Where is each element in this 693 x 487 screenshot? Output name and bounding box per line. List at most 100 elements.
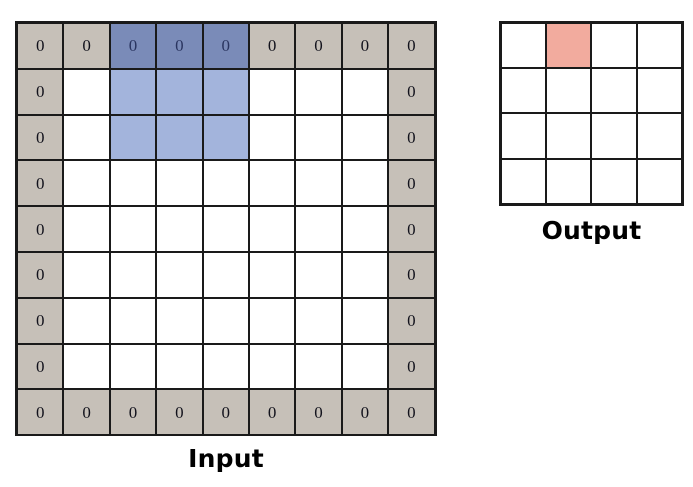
input-cell-r1-c0[interactable]: 0 [17, 68, 64, 115]
input-cell-r5-c5[interactable] [248, 251, 296, 298]
input-cell-r7-c1[interactable] [63, 343, 110, 390]
input-cell-r2-c8[interactable]: 0 [388, 114, 435, 161]
input-cell-r8-c8[interactable]: 0 [388, 389, 435, 436]
input-cell-r5-c7[interactable] [341, 251, 389, 298]
input-cell-r0-c5[interactable]: 0 [248, 23, 296, 69]
input-cell-r5-c8[interactable]: 0 [388, 251, 435, 298]
input-cell-r7-c0[interactable]: 0 [17, 343, 64, 390]
input-cell-r5-c0[interactable]: 0 [17, 251, 64, 298]
input-cell-r7-c3[interactable] [156, 343, 203, 390]
input-cell-r0-c2[interactable]: 0 [109, 23, 157, 69]
output-cell-r1-c1[interactable] [546, 68, 592, 114]
input-cell-r1-c6[interactable] [295, 68, 342, 115]
output-cell-r3-c0[interactable] [501, 158, 547, 204]
input-cell-r2-c4[interactable] [202, 114, 249, 161]
output-cell-r3-c3[interactable] [636, 158, 682, 204]
input-cell-r4-c7[interactable] [341, 206, 389, 252]
input-cell-r0-c3[interactable]: 0 [156, 23, 203, 69]
output-cell-r0-c3[interactable] [636, 23, 682, 69]
output-cell-r2-c1[interactable] [546, 113, 592, 159]
input-cell-r1-c8[interactable]: 0 [388, 68, 435, 115]
input-cell-r6-c6[interactable] [295, 297, 342, 344]
input-cell-r3-c4[interactable] [202, 160, 249, 207]
input-cell-r8-c3[interactable]: 0 [156, 389, 203, 436]
input-cell-r1-c2[interactable] [109, 68, 157, 115]
input-cell-r3-c5[interactable] [248, 160, 296, 207]
input-cell-r2-c5[interactable] [248, 114, 296, 161]
output-cell-r0-c1[interactable] [546, 23, 592, 69]
output-cell-r3-c2[interactable] [591, 158, 637, 204]
output-cell-r1-c2[interactable] [591, 68, 637, 114]
input-cell-r3-c2[interactable] [109, 160, 157, 207]
input-cell-r4-c8[interactable]: 0 [388, 206, 435, 252]
input-cell-r6-c0[interactable]: 0 [17, 297, 64, 344]
output-cell-r3-c1[interactable] [546, 158, 592, 204]
output-cell-r1-c0[interactable] [501, 68, 547, 114]
input-cell-r8-c5[interactable]: 0 [248, 389, 296, 436]
input-cell-r7-c6[interactable] [295, 343, 342, 390]
input-cell-r3-c1[interactable] [63, 160, 110, 207]
input-cell-r3-c8[interactable]: 0 [388, 160, 435, 207]
output-cell-r2-c3[interactable] [636, 113, 682, 159]
input-cell-r5-c1[interactable] [63, 251, 110, 298]
input-cell-r8-c6[interactable]: 0 [295, 389, 342, 436]
input-cell-r4-c0[interactable]: 0 [17, 206, 64, 252]
input-cell-r5-c2[interactable] [109, 251, 157, 298]
input-cell-r6-c3[interactable] [156, 297, 203, 344]
input-cell-r7-c2[interactable] [109, 343, 157, 390]
input-cell-r4-c6[interactable] [295, 206, 342, 252]
input-cell-r3-c6[interactable] [295, 160, 342, 207]
input-cell-r4-c4[interactable] [202, 206, 249, 252]
output-cell-r2-c0[interactable] [501, 113, 547, 159]
input-cell-r0-c4[interactable]: 0 [202, 23, 249, 69]
input-cell-r1-c7[interactable] [341, 68, 389, 115]
input-cell-r7-c5[interactable] [248, 343, 296, 390]
output-cell-r1-c3[interactable] [636, 68, 682, 114]
input-cell-r6-c8[interactable]: 0 [388, 297, 435, 344]
input-cell-r8-c0[interactable]: 0 [17, 389, 64, 436]
input-cell-r5-c4[interactable] [202, 251, 249, 298]
input-cell-r3-c3[interactable] [156, 160, 203, 207]
input-cell-r7-c8[interactable]: 0 [388, 343, 435, 390]
input-cell-r6-c4[interactable] [202, 297, 249, 344]
input-cell-r2-c2[interactable] [109, 114, 157, 161]
input-cell-r7-c4[interactable] [202, 343, 249, 390]
input-cell-r6-c5[interactable] [248, 297, 296, 344]
input-cell-r4-c3[interactable] [156, 206, 203, 252]
input-cell-r2-c0[interactable]: 0 [17, 114, 64, 161]
input-cell-r2-c1[interactable] [63, 114, 110, 161]
input-cell-r8-c4[interactable]: 0 [202, 389, 249, 436]
output-cell-r0-c0[interactable] [501, 23, 547, 69]
input-cell-r5-c6[interactable] [295, 251, 342, 298]
cell-value: 0 [407, 311, 416, 331]
input-cell-r4-c2[interactable] [109, 206, 157, 252]
output-cell-r0-c2[interactable] [591, 23, 637, 69]
input-cell-r5-c3[interactable] [156, 251, 203, 298]
input-cell-r1-c5[interactable] [248, 68, 296, 115]
input-cell-r4-c1[interactable] [63, 206, 110, 252]
input-cell-r4-c5[interactable] [248, 206, 296, 252]
input-cell-r8-c1[interactable]: 0 [63, 389, 110, 436]
input-cell-r1-c3[interactable] [156, 68, 203, 115]
input-cell-r6-c7[interactable] [341, 297, 389, 344]
input-cell-r2-c3[interactable] [156, 114, 203, 161]
input-cell-r0-c7[interactable]: 0 [341, 23, 389, 69]
output-cell-r2-c2[interactable] [591, 113, 637, 159]
input-cell-r1-c4[interactable] [202, 68, 249, 115]
input-cell-r0-c0[interactable]: 0 [17, 23, 64, 69]
input-cell-r1-c1[interactable] [63, 68, 110, 115]
input-cell-r2-c7[interactable] [341, 114, 389, 161]
input-cell-r0-c1[interactable]: 0 [63, 23, 110, 69]
input-cell-r7-c7[interactable] [341, 343, 389, 390]
input-cell-r8-c2[interactable]: 0 [109, 389, 157, 436]
input-cell-r6-c2[interactable] [109, 297, 157, 344]
input-cell-r8-c7[interactable]: 0 [341, 389, 389, 436]
input-cell-r0-c8[interactable]: 0 [388, 23, 435, 69]
input-cell-r0-c6[interactable]: 0 [295, 23, 342, 69]
output-grid[interactable] [499, 21, 684, 206]
input-cell-r6-c1[interactable] [63, 297, 110, 344]
input-cell-r2-c6[interactable] [295, 114, 342, 161]
input-cell-r3-c0[interactable]: 0 [17, 160, 64, 207]
input-cell-r3-c7[interactable] [341, 160, 389, 207]
